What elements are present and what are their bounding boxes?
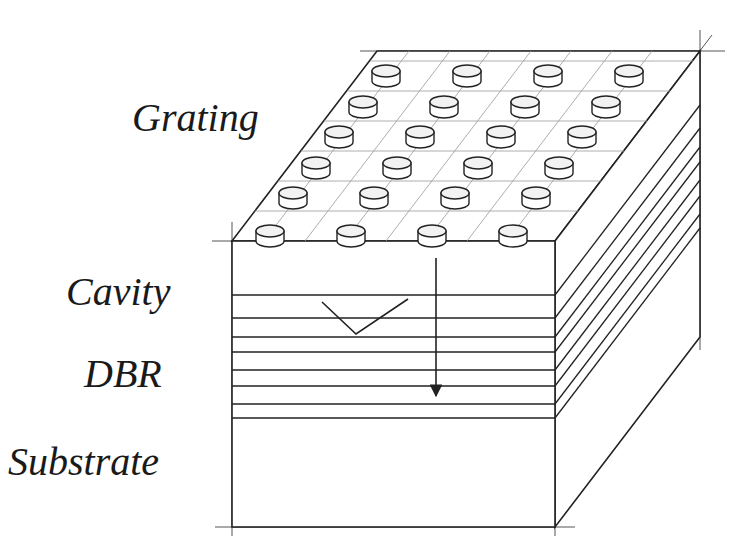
pillar bbox=[545, 157, 573, 179]
pillar bbox=[325, 126, 353, 148]
pillar bbox=[534, 65, 562, 87]
pillar bbox=[406, 126, 434, 148]
pillar bbox=[337, 225, 365, 247]
layer-label: Grating bbox=[132, 96, 259, 140]
layer-lines bbox=[232, 105, 700, 418]
transmitted-ray bbox=[435, 258, 437, 396]
pillar bbox=[383, 157, 411, 179]
pillar bbox=[418, 225, 446, 247]
pillar bbox=[349, 96, 377, 118]
side-face bbox=[555, 51, 700, 527]
construction-lines bbox=[212, 30, 725, 536]
light-rays bbox=[322, 258, 436, 396]
pillar bbox=[464, 157, 492, 179]
pillar bbox=[372, 65, 400, 87]
pillar bbox=[430, 96, 458, 118]
reflected-ray bbox=[322, 299, 408, 334]
pillar bbox=[568, 126, 596, 148]
front-face bbox=[232, 241, 555, 527]
pillar bbox=[302, 157, 330, 179]
pillar bbox=[256, 225, 284, 247]
device-block bbox=[232, 51, 700, 527]
layer-label: Substrate bbox=[8, 440, 159, 484]
pillar bbox=[499, 225, 527, 247]
pillar bbox=[615, 65, 643, 87]
pillar bbox=[522, 187, 550, 209]
pillar bbox=[360, 187, 388, 209]
pillar bbox=[511, 96, 539, 118]
pillar bbox=[592, 96, 620, 118]
top-grid bbox=[255, 51, 693, 241]
grating-pillars bbox=[256, 65, 643, 247]
pillar bbox=[487, 126, 515, 148]
pillar bbox=[441, 187, 469, 209]
pillar bbox=[279, 187, 307, 209]
pillar bbox=[453, 65, 481, 87]
layer-label: DBR bbox=[84, 352, 162, 396]
layer-label: Cavity bbox=[66, 270, 170, 314]
